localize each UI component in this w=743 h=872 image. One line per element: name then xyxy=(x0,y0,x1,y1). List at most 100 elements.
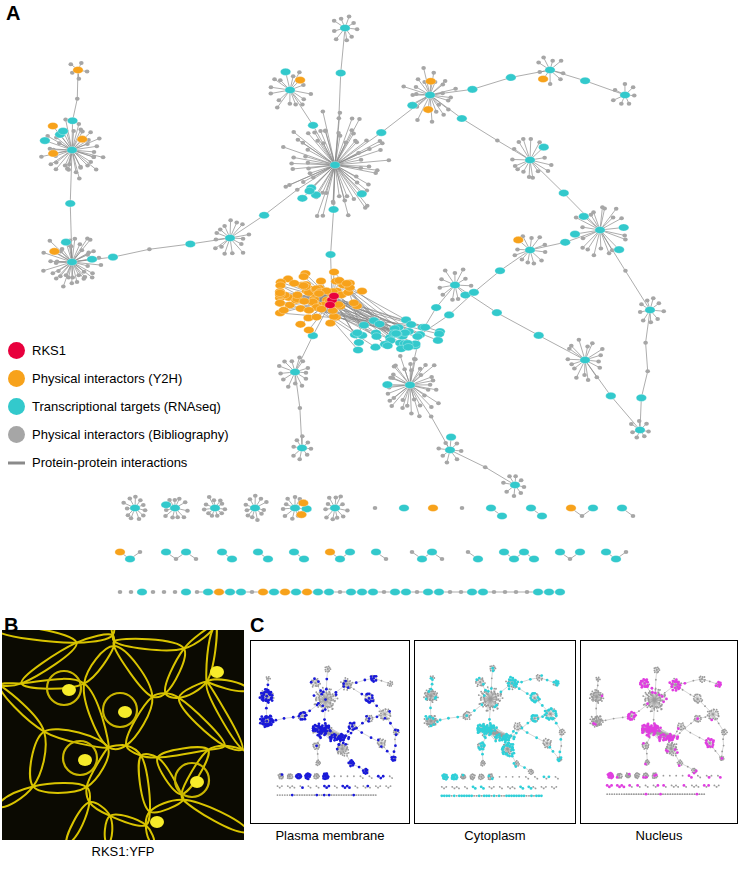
network-node xyxy=(57,141,62,145)
network-node xyxy=(357,588,367,595)
network-node xyxy=(352,197,357,201)
network-node xyxy=(330,517,335,521)
network-node xyxy=(510,157,515,161)
network-node xyxy=(453,87,458,91)
network-node xyxy=(399,504,409,511)
network-node xyxy=(306,166,311,170)
network-node xyxy=(335,555,345,562)
network-node xyxy=(323,129,328,133)
network-node xyxy=(318,129,323,133)
localization-panel: Plasma membrane xyxy=(250,640,410,844)
network-node xyxy=(324,516,329,520)
network-node xyxy=(446,433,456,440)
interaction-line xyxy=(323,112,335,165)
network-node xyxy=(569,344,574,348)
network-node xyxy=(64,273,69,277)
network-node xyxy=(519,491,524,495)
mini-edge xyxy=(390,683,392,684)
network-node xyxy=(432,363,437,367)
network-node xyxy=(393,364,398,368)
network-node xyxy=(54,161,59,165)
network-node xyxy=(376,129,386,136)
network-node xyxy=(546,169,551,173)
network-node xyxy=(506,74,516,81)
network-node xyxy=(70,281,75,285)
cell-outline xyxy=(157,747,209,794)
interaction-line xyxy=(420,315,449,335)
network-node xyxy=(335,516,340,520)
cell-outlines xyxy=(2,630,244,840)
network-node xyxy=(299,555,309,562)
network-node xyxy=(304,371,309,375)
interaction-line xyxy=(497,313,539,336)
interaction-line xyxy=(335,165,347,196)
network-node xyxy=(214,231,219,235)
mini-edge xyxy=(327,726,341,737)
network-node xyxy=(622,233,627,237)
network-node xyxy=(430,120,435,124)
panel-letter: A xyxy=(6,2,20,25)
mini-edge xyxy=(347,684,350,688)
network-node xyxy=(495,267,505,274)
network-node xyxy=(356,151,361,155)
network-node xyxy=(422,393,427,397)
network-node xyxy=(519,548,529,555)
network-node xyxy=(269,588,279,595)
legend: RKS1Physical interactors (Y2H)Transcript… xyxy=(8,336,229,476)
network-node xyxy=(297,355,302,359)
interaction-line xyxy=(594,230,600,255)
network-node xyxy=(81,277,86,281)
network-node xyxy=(448,590,453,594)
network-node xyxy=(429,405,434,409)
network-node xyxy=(378,148,383,152)
network-node xyxy=(655,317,660,321)
network-node xyxy=(473,555,483,562)
network-node xyxy=(463,277,468,281)
cytoplasm-ring xyxy=(103,693,137,727)
network-node xyxy=(334,496,339,500)
mini-edge xyxy=(268,677,270,679)
network-node xyxy=(289,548,299,555)
network-node xyxy=(434,110,439,114)
network-node xyxy=(580,356,590,363)
network-node xyxy=(613,88,618,92)
mini-edge xyxy=(338,749,342,754)
network-node xyxy=(203,588,213,595)
legend-swatch xyxy=(8,370,25,387)
network-node xyxy=(548,82,553,86)
node-layer xyxy=(39,15,666,596)
network-node xyxy=(185,240,195,247)
network-node xyxy=(225,234,235,241)
network-node xyxy=(636,394,646,401)
network-node xyxy=(41,269,46,273)
network-node xyxy=(54,277,59,281)
interaction-line xyxy=(280,286,376,337)
network-node xyxy=(537,140,542,144)
network-node xyxy=(373,171,378,175)
mini-edge xyxy=(342,749,345,751)
network-node xyxy=(298,273,308,280)
network-node xyxy=(69,62,74,66)
network-node xyxy=(371,333,381,340)
network-node xyxy=(580,514,585,518)
network-node xyxy=(75,280,80,284)
network-node xyxy=(455,457,460,461)
network-node xyxy=(334,37,339,41)
network-node xyxy=(80,129,85,133)
network-node xyxy=(566,357,571,361)
network-node xyxy=(210,504,220,511)
network-node xyxy=(297,70,302,74)
mini-edge xyxy=(342,749,348,753)
network-node xyxy=(519,478,524,482)
network-node xyxy=(129,590,134,594)
network-node xyxy=(76,273,81,277)
network-node xyxy=(651,296,656,300)
network-node xyxy=(357,117,362,121)
network-node xyxy=(305,453,310,457)
network-node xyxy=(297,444,307,451)
network-node xyxy=(503,590,508,594)
nucleus-spot xyxy=(150,816,164,828)
network-node xyxy=(338,590,343,594)
interaction-line xyxy=(381,95,430,133)
network-node xyxy=(228,218,233,222)
